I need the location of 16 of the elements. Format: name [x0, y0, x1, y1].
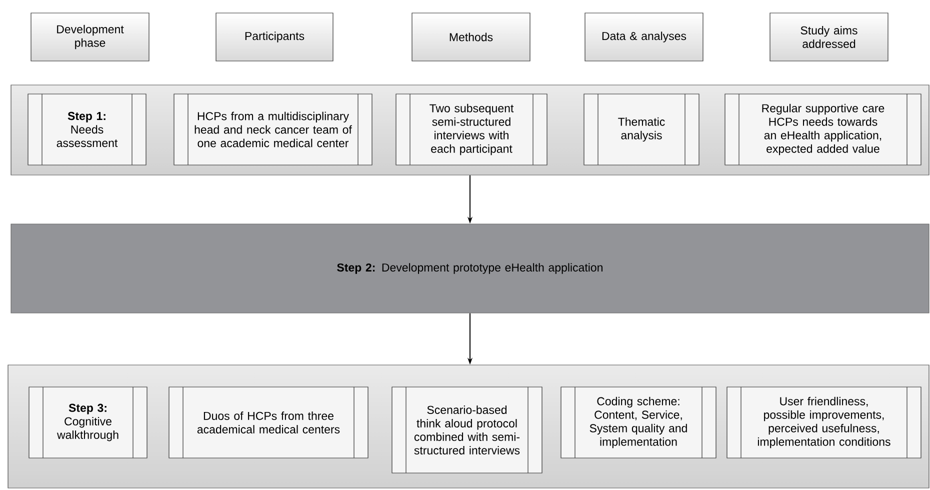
column-header-box: Study aims addressed: [770, 12, 888, 62]
column-header-box: Data & analyses: [584, 12, 704, 62]
process-box: Regular supportive care HCPs needs towards an eHealth application, expected added value: [724, 94, 922, 166]
column-header-box: Methods: [412, 12, 530, 62]
process-box: Step 1: Needs assessment: [28, 94, 146, 166]
process-box: HCPs from a multidisciplinary head and neck cancer team of one academic medical center: [174, 94, 372, 166]
process-box: User friendliness, possible improvements, perceived usefulness, implementation conditions: [726, 386, 922, 458]
process-box: Two subsequent semi-structured interviews with each participant: [396, 94, 548, 166]
column-header-box: Participants: [216, 12, 334, 62]
process-box: Step 3: Cognitive walkthrough: [28, 386, 148, 458]
process-box: Thematic analysis: [584, 94, 700, 166]
process-box: Duos of HCPs from three academical medical centers: [168, 386, 368, 458]
column-header-box: Development phase: [30, 12, 150, 62]
process-box: Scenario-based think aloud protocol combined with semi-structured interviews: [392, 386, 542, 474]
step-band: Step 2: Development prototype eHealth application: [10, 224, 930, 314]
process-box: Coding scheme: Content, Service, System quality and implementation: [560, 386, 716, 458]
